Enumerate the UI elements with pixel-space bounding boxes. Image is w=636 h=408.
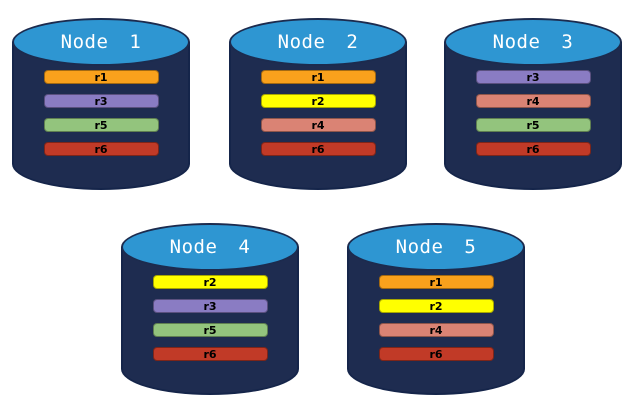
replica-bar-r6: r6 <box>43 142 159 156</box>
replica-list: r2 r3 r5 r6 <box>121 275 299 361</box>
replica-bar-r4: r4 <box>475 94 591 108</box>
replica-bar-r1: r1 <box>260 70 376 84</box>
replica-bar-r4: r4 <box>260 118 376 132</box>
cylinder-top: Node 1 <box>12 18 190 66</box>
replica-label: r2 <box>429 299 443 313</box>
replica-list: r1 r2 r4 r6 <box>229 70 407 156</box>
replica-label: r6 <box>94 142 108 156</box>
cylinder-top: Node 4 <box>121 223 299 271</box>
node-4: Node 4 r2 r3 r5 r6 <box>121 223 299 395</box>
replica-label: r3 <box>94 94 108 108</box>
replica-list: r3 r4 r5 r6 <box>444 70 622 156</box>
replica-label: r1 <box>94 70 108 84</box>
replica-bar-r1: r1 <box>43 70 159 84</box>
node-3: Node 3 r3 r4 r5 r6 <box>444 18 622 190</box>
replica-bar-r3: r3 <box>475 70 591 84</box>
replica-bar-r6: r6 <box>475 142 591 156</box>
replica-bar-r5: r5 <box>475 118 591 132</box>
node-2: Node 2 r1 r2 r4 r6 <box>229 18 407 190</box>
replica-bar-r6: r6 <box>378 347 494 361</box>
replica-label: r4 <box>429 323 443 337</box>
cylinder-top: Node 3 <box>444 18 622 66</box>
replica-label: r5 <box>94 118 108 132</box>
replica-bar-r6: r6 <box>152 347 268 361</box>
replica-bar-r1: r1 <box>378 275 494 289</box>
replica-label: r1 <box>311 70 325 84</box>
replica-bar-r2: r2 <box>378 299 494 313</box>
replica-label: r4 <box>311 118 325 132</box>
cylinder-body <box>444 42 622 190</box>
node-title: Node 1 <box>60 31 142 53</box>
replica-list: r1 r2 r4 r6 <box>347 275 525 361</box>
replica-label: r2 <box>203 275 217 289</box>
replica-label: r3 <box>526 70 540 84</box>
cylinder-body <box>229 42 407 190</box>
replica-label: r3 <box>203 299 217 313</box>
node-5: Node 5 r1 r2 r4 r6 <box>347 223 525 395</box>
replica-label: r4 <box>526 94 540 108</box>
replica-label: r2 <box>311 94 325 108</box>
replica-list: r1 r3 r5 r6 <box>12 70 190 156</box>
replica-bar-r3: r3 <box>43 94 159 108</box>
replica-bar-r3: r3 <box>152 299 268 313</box>
node-1: Node 1 r1 r3 r5 r6 <box>12 18 190 190</box>
node-title: Node 4 <box>169 236 251 258</box>
replica-bar-r2: r2 <box>260 94 376 108</box>
replica-bar-r5: r5 <box>152 323 268 337</box>
replica-label: r6 <box>203 347 217 361</box>
replica-label: r6 <box>429 347 443 361</box>
node-title: Node 2 <box>277 31 359 53</box>
replica-label: r6 <box>526 142 540 156</box>
replica-label: r5 <box>203 323 217 337</box>
cylinder-top: Node 5 <box>347 223 525 271</box>
node-title: Node 5 <box>395 236 477 258</box>
replica-label: r1 <box>429 275 443 289</box>
replica-bar-r6: r6 <box>260 142 376 156</box>
replica-bar-r4: r4 <box>378 323 494 337</box>
cylinder-body <box>347 247 525 395</box>
node-title: Node 3 <box>492 31 574 53</box>
replica-label: r6 <box>311 142 325 156</box>
replica-bar-r5: r5 <box>43 118 159 132</box>
cylinder-top: Node 2 <box>229 18 407 66</box>
cylinder-body <box>12 42 190 190</box>
replica-bar-r2: r2 <box>152 275 268 289</box>
replica-label: r5 <box>526 118 540 132</box>
cylinder-body <box>121 247 299 395</box>
